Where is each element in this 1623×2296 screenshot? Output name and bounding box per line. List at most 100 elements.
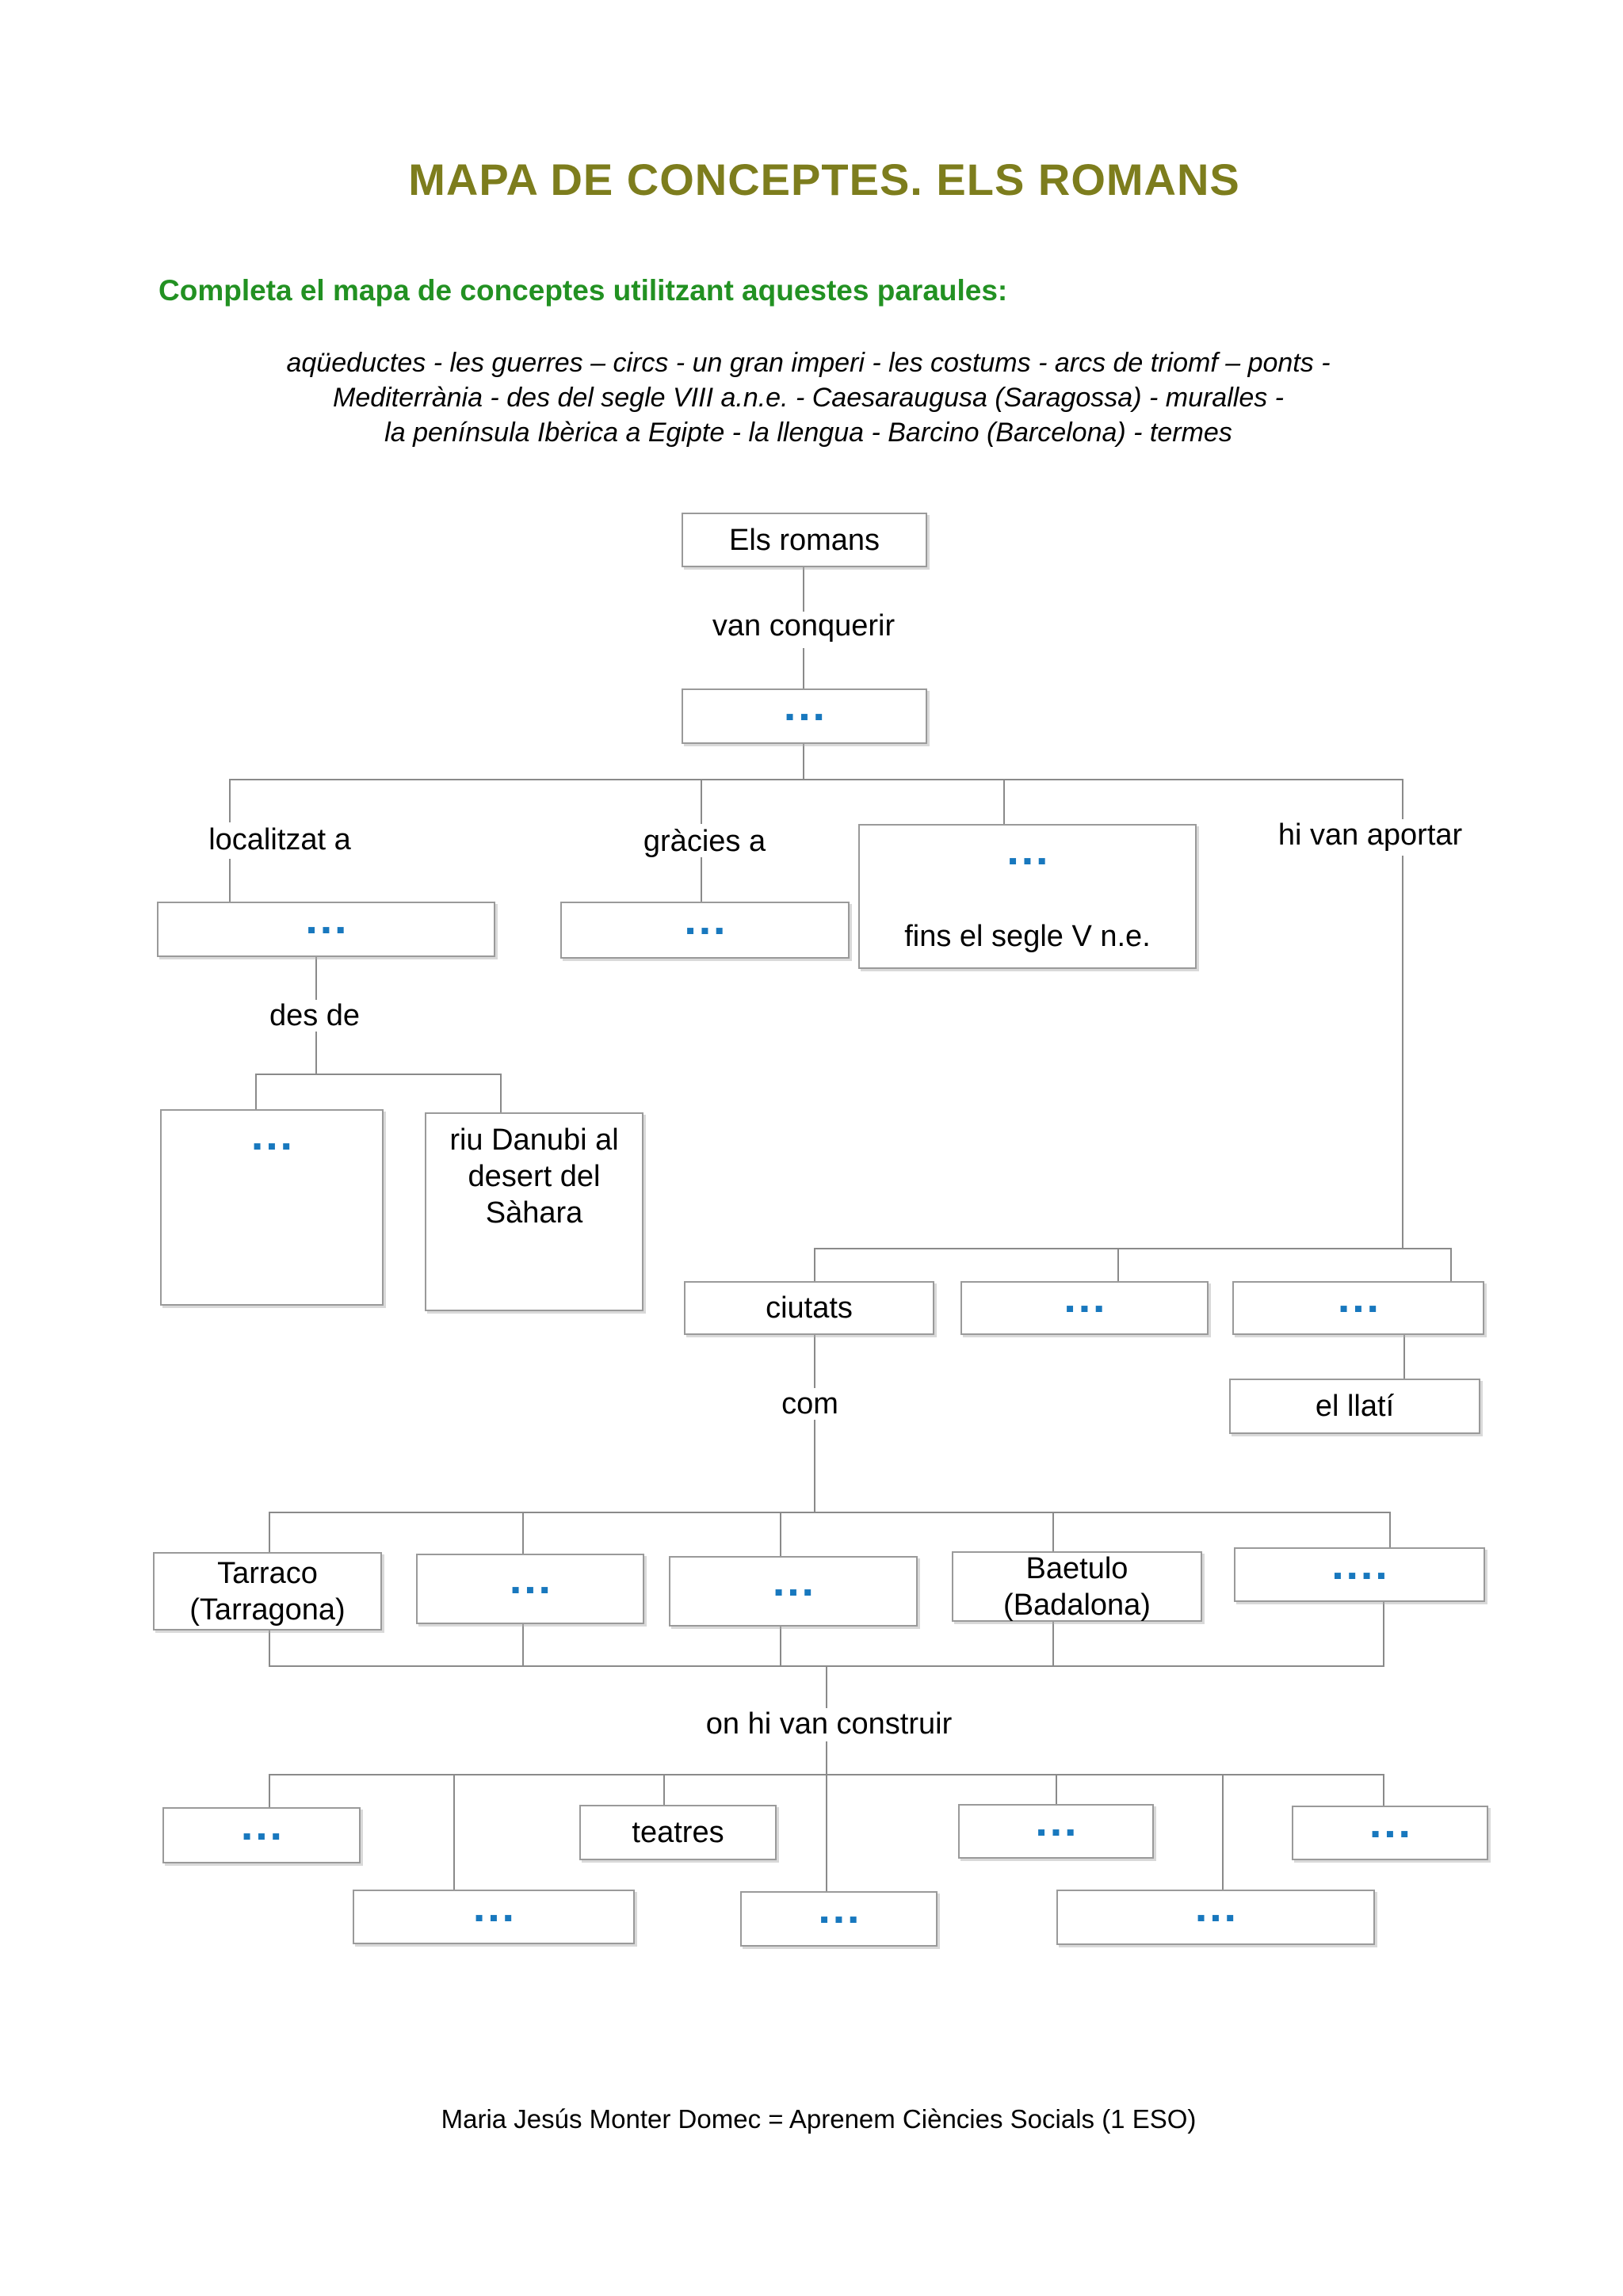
placeholder-box-construccio-2: ▪▪▪ — [958, 1804, 1154, 1859]
node-teatres: teatres — [579, 1805, 777, 1860]
ellipsis-placeholder: ▪▪▪ — [242, 1821, 287, 1850]
connector-line — [780, 1512, 781, 1556]
connector-line — [1117, 1249, 1119, 1281]
connector-line — [1402, 780, 1403, 819]
placeholder-box-construccio-5: ▪▪▪ — [740, 1891, 938, 1947]
ellipsis-placeholder: ▪▪▪ — [1008, 846, 1052, 875]
connector-line — [269, 1775, 270, 1808]
connector-line — [229, 779, 1403, 780]
node-els-romans: Els romans — [682, 513, 927, 567]
connector-line — [229, 859, 231, 902]
connector-line — [1056, 1775, 1057, 1805]
connector-line — [814, 1248, 1452, 1249]
connector-line — [1003, 780, 1005, 824]
footer-credit: Maria Jesús Monter Domec = Aprenem Ciènc… — [441, 2104, 1197, 2134]
connector-line — [814, 1420, 815, 1512]
word-bank-line-2: Mediterrània - des del segle VIII a.n.e.… — [333, 383, 1284, 413]
link-label-com: com — [781, 1387, 838, 1421]
connector-line — [269, 1774, 1384, 1775]
ellipsis-placeholder: ▪▪▪ — [1037, 1817, 1081, 1846]
ellipsis-placeholder: ▪▪▪ — [773, 1577, 819, 1606]
connector-line — [269, 1512, 270, 1552]
connector-line — [803, 567, 804, 612]
connector-line — [814, 1249, 815, 1281]
connector-line — [701, 780, 702, 824]
node-label: teatres — [632, 1816, 724, 1849]
connector-line — [826, 1741, 827, 1775]
link-label-des-de: des de — [269, 999, 361, 1032]
connector-line — [803, 744, 804, 780]
node-ciutats: ciutats — [684, 1281, 934, 1335]
placeholder-box-city-2: ▪▪▪ — [669, 1556, 918, 1627]
connector-line — [826, 1775, 827, 1892]
placeholder-box-conquest: ▪▪▪ — [682, 688, 927, 744]
ellipsis-placeholder: ▪▪▪ — [474, 1902, 519, 1932]
placeholder-box-des-de: ▪▪▪ — [160, 1109, 384, 1306]
node-label: Tarraco (Tarragona) — [189, 1556, 346, 1627]
link-label-gracies-a: gràcies a — [643, 825, 766, 858]
placeholder-box-localitzat: ▪▪▪ — [157, 902, 495, 957]
connector-line — [803, 648, 804, 688]
link-label-on-hi-van-construir: on hi van construir — [705, 1707, 953, 1741]
placeholder-box-construccio-6: ▪▪▪ — [1056, 1890, 1375, 1945]
ellipsis-placeholder: ▪▪▪ — [510, 1574, 556, 1604]
connector-line — [269, 1512, 1391, 1513]
node-tarraco: Tarraco (Tarragona) — [153, 1552, 382, 1630]
connector-line — [315, 956, 317, 1000]
connector-line — [780, 1627, 781, 1666]
connector-line — [269, 1665, 1384, 1667]
connector-line — [522, 1512, 524, 1554]
connector-line — [1222, 1775, 1224, 1890]
node-label: ciutats — [766, 1291, 853, 1325]
ellipsis-placeholder: ▪▪▪ — [1196, 1903, 1241, 1932]
node-label: Els romans — [728, 523, 880, 557]
connector-line — [229, 780, 231, 822]
node-baetulo: Baetulo (Badalona) — [952, 1551, 1202, 1622]
node-label: Baetulo (Badalona) — [1003, 1551, 1151, 1622]
word-bank-line-1: aqüeductes - les guerres – circs - un gr… — [286, 348, 1331, 378]
connector-line — [255, 1074, 257, 1109]
connector-line — [269, 1630, 270, 1666]
link-label-hi-van-aportar: hi van aportar — [1277, 818, 1463, 852]
ellipsis-placeholder: ▪▪▪ — [252, 1131, 297, 1160]
ellipsis-placeholder: ▪▪▪ — [1370, 1818, 1415, 1848]
connector-line — [315, 1032, 317, 1074]
connector-line — [1052, 1622, 1054, 1666]
node-label: el llatí — [1315, 1390, 1395, 1423]
connector-line — [1383, 1602, 1384, 1666]
placeholder-box-construccio-4: ▪▪▪ — [353, 1890, 635, 1944]
connector-line — [522, 1624, 524, 1666]
connector-line — [500, 1074, 502, 1112]
instruction-text: Completa el mapa de conceptes utilitzant… — [158, 274, 1008, 307]
node-el-llati: el llatí — [1229, 1379, 1480, 1434]
connector-line — [453, 1775, 455, 1890]
node-label: riu Danubi al desert del Sàhara — [449, 1123, 619, 1230]
connector-line — [1450, 1249, 1452, 1281]
connector-line — [814, 1335, 815, 1388]
placeholder-box-aportar-2: ▪▪▪ — [1232, 1281, 1484, 1335]
link-label-localitzat-a: localitzat a — [208, 823, 351, 856]
node-riu-danubi: riu Danubi al desert del Sàhara — [425, 1112, 643, 1311]
placeholder-box-construccio-1: ▪▪▪ — [162, 1807, 361, 1863]
node-label: fins el segle V n.e. — [904, 920, 1151, 953]
connector-line — [826, 1666, 827, 1708]
ellipsis-placeholder: ▪▪▪ — [685, 916, 730, 944]
placeholder-box-aportar-1: ▪▪▪ — [960, 1281, 1209, 1335]
link-label-van-conquerir: van conquerir — [712, 609, 896, 643]
ellipsis-placeholder: ▪▪▪▪ — [1333, 1560, 1392, 1589]
connector-line — [1402, 856, 1403, 1249]
placeholder-box-gracies: ▪▪▪ — [560, 902, 850, 959]
placeholder-box-construccio-3: ▪▪▪ — [1292, 1806, 1488, 1860]
page-title: MAPA DE CONCEPTES. ELS ROMANS — [408, 154, 1240, 204]
connector-line — [1383, 1775, 1384, 1806]
connector-line — [1389, 1512, 1391, 1547]
connector-line — [1052, 1512, 1054, 1551]
connector-line — [663, 1775, 665, 1806]
connector-line — [255, 1074, 502, 1075]
ellipsis-placeholder: ▪▪▪ — [785, 702, 830, 730]
placeholder-box-city-3: ▪▪▪▪ — [1234, 1547, 1485, 1602]
node-fins-el-segle: ▪▪▪ fins el segle V n.e. — [858, 824, 1197, 969]
connector-line — [1403, 1335, 1405, 1379]
connector-line — [701, 857, 702, 902]
